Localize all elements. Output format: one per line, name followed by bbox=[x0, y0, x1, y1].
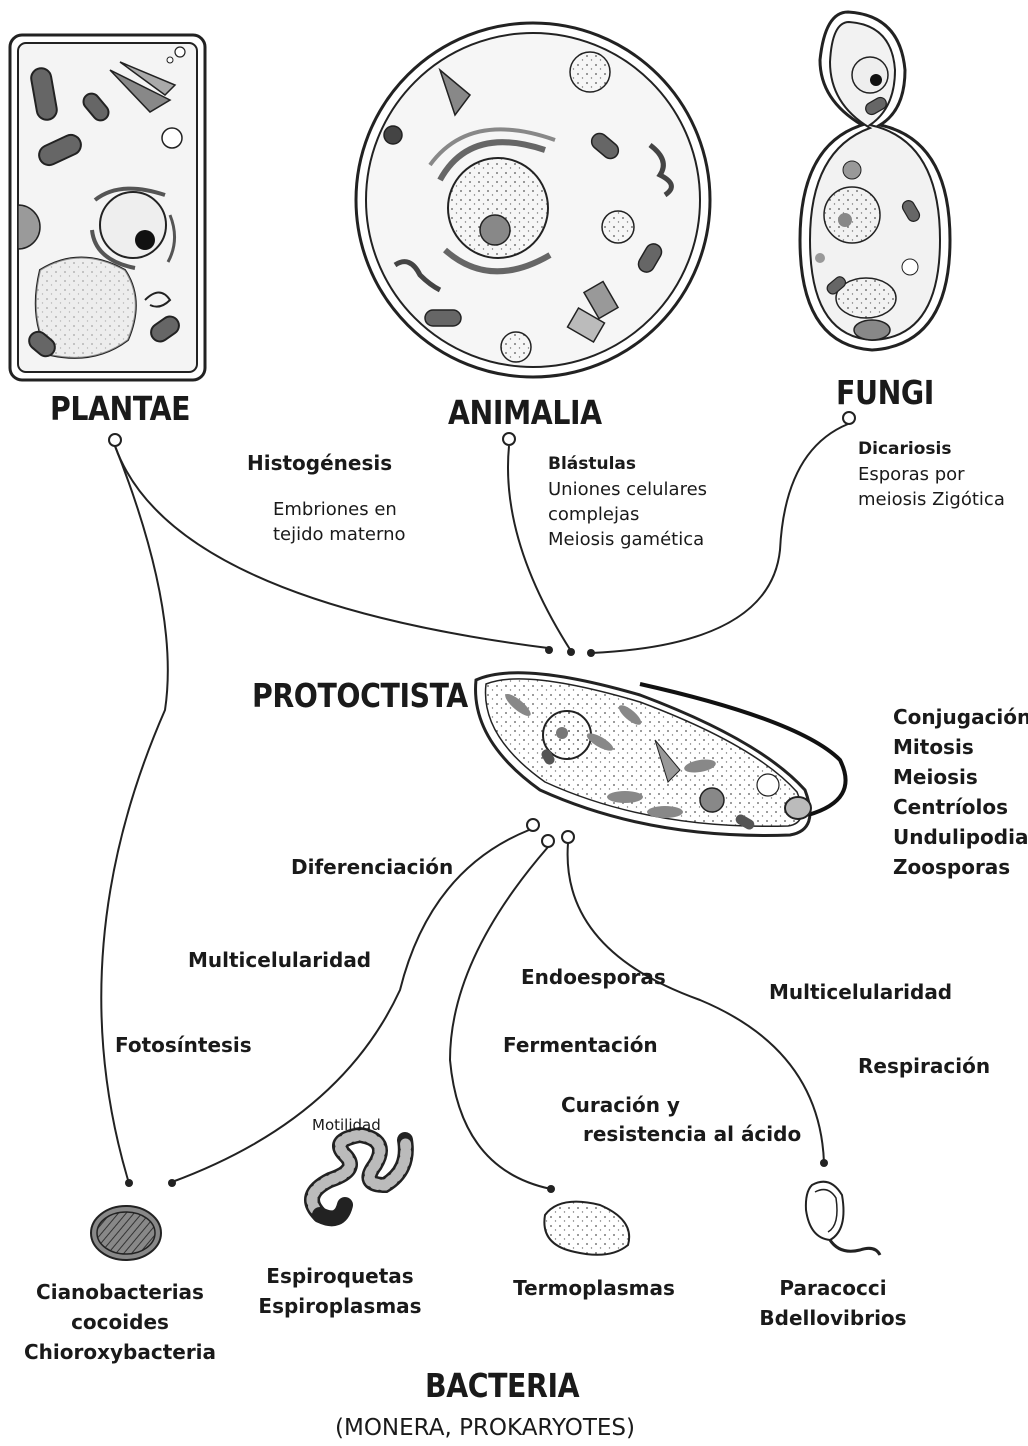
plantae-feature-line1: Embriones en bbox=[273, 497, 397, 522]
animal-cell-illustration bbox=[356, 23, 710, 377]
bacteria-group-para-line2: Bdellovibrios bbox=[743, 1306, 923, 1330]
protoctista-feature: Meiosis bbox=[893, 765, 978, 789]
bacteria-group-cyano-line2: cocoides bbox=[20, 1310, 220, 1334]
paracocci-illustration bbox=[806, 1182, 880, 1255]
branch-label-fermentacion: Fermentación bbox=[503, 1033, 658, 1057]
branch-label-fotosintesis: Fotosíntesis bbox=[115, 1033, 252, 1057]
fungi-feature-line1: Esporas por bbox=[858, 462, 965, 487]
plantae-feature-line2: tejido materno bbox=[273, 522, 406, 547]
bacteria-group-para-line1: Paracocci bbox=[743, 1276, 923, 1300]
spirochete-illustration bbox=[312, 1135, 406, 1218]
branch-label-endoesporas: Endoesporas bbox=[521, 965, 666, 989]
kingdom-title-bacteria: BACTERIA bbox=[425, 1366, 579, 1405]
bacteria-group-cyano-line3: Chioroxybacteria bbox=[20, 1340, 220, 1364]
protoctista-feature: Zoosporas bbox=[893, 855, 1010, 879]
kingdom-title-fungi: FUNGI bbox=[836, 373, 934, 412]
branch-label-respiracion: Respiración bbox=[858, 1054, 990, 1078]
protoctista-feature: Conjugación bbox=[893, 705, 1028, 729]
branch-label-multicelularidad-left: Multicelularidad bbox=[188, 948, 371, 972]
branch-label-multicelularidad-right: Multicelularidad bbox=[769, 980, 952, 1004]
bacteria-group-cyano-line1: Cianobacterias bbox=[20, 1280, 220, 1304]
protoctista-feature: Centríolos bbox=[893, 795, 1008, 819]
protoctista-cell-illustration bbox=[476, 673, 846, 836]
bacteria-subtitle: (MONERA, PROKARYOTES) bbox=[335, 1415, 635, 1441]
animalia-feature-line3: Meiosis gamética bbox=[548, 527, 704, 552]
bacteria-group-spiro-line1: Espiroquetas bbox=[250, 1264, 430, 1288]
fungi-feature-title: Dicariosis bbox=[858, 439, 951, 459]
kingdom-title-plantae: PLANTAE bbox=[50, 389, 190, 428]
branch-label-motilidad: Motilidad bbox=[312, 1116, 381, 1134]
animalia-feature-line2: complejas bbox=[548, 502, 639, 527]
plant-cell-illustration bbox=[10, 35, 205, 380]
protoctista-feature: Mitosis bbox=[893, 735, 974, 759]
kingdom-title-protoctista: PROTOCTISTA bbox=[252, 676, 468, 715]
animalia-feature-title: Blástulas bbox=[548, 454, 636, 474]
branch-label-curacion-line2: resistencia al ácido bbox=[583, 1122, 801, 1146]
plantae-feature-title: Histogénesis bbox=[247, 451, 392, 475]
protoctista-feature: Undulipodia bbox=[893, 825, 1028, 849]
branch-label-curacion-line1: Curación y bbox=[561, 1093, 680, 1117]
kingdom-title-animalia: ANIMALIA bbox=[448, 393, 602, 432]
thermoplasma-illustration bbox=[544, 1202, 629, 1255]
bacteria-group-spiro-line2: Espiroplasmas bbox=[250, 1294, 430, 1318]
bacteria-group-thermo: Termoplasmas bbox=[504, 1276, 684, 1300]
cyanobacteria-illustration bbox=[91, 1206, 161, 1260]
animalia-feature-line1: Uniones celulares bbox=[548, 477, 707, 502]
fungi-feature-line2: meiosis Zigótica bbox=[858, 487, 1005, 512]
fungal-cell-illustration bbox=[800, 12, 950, 350]
branch-label-diferenciacion: Diferenciación bbox=[291, 855, 453, 879]
